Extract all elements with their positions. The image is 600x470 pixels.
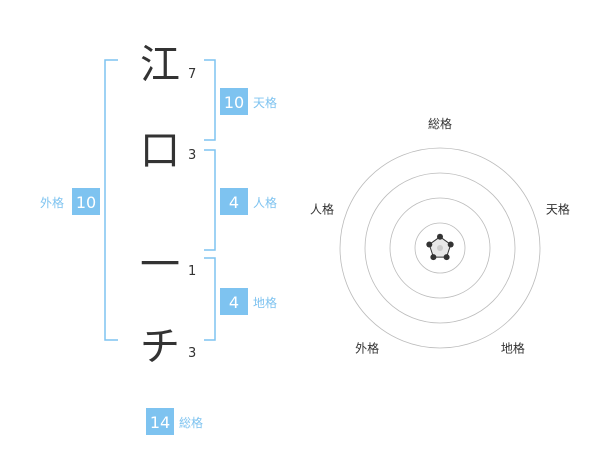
name-char-4: チ (140, 324, 180, 370)
radar-grid-ring (414, 222, 466, 274)
stroke-count-4: 3 (188, 346, 196, 361)
jinkaku-label: 人格 (253, 195, 277, 210)
chikaku-badge (220, 288, 248, 315)
gaikaku-badge (72, 188, 100, 215)
name-char-3: 一 (140, 242, 180, 288)
tenkaku-label: 天格 (253, 95, 277, 110)
soukaku-badge (146, 408, 174, 435)
tenkaku-bracket (204, 59, 216, 141)
radar-axis-label: 外格 (355, 340, 379, 355)
radar-axis-label: 人格 (310, 202, 334, 217)
jinkaku-badge (220, 188, 248, 215)
radar-value-point (447, 241, 454, 248)
radar-value-point (437, 233, 443, 240)
name-char-1: 江 (140, 42, 180, 88)
radar-axis-label: 天格 (546, 202, 570, 217)
stroke-count-2: 3 (188, 148, 196, 163)
radar-grid-ring (339, 147, 541, 349)
chikaku-bracket (204, 257, 216, 341)
tenkaku-value: 10 (224, 93, 244, 112)
soukaku-value: 14 (150, 413, 170, 432)
gaikaku-value: 10 (76, 193, 96, 212)
gaikaku-label: 外格 (40, 195, 64, 210)
chikaku-value: 4 (229, 293, 239, 312)
radar-value-point (426, 241, 433, 248)
radar-axis-label: 総格 (428, 116, 452, 131)
stroke-count-3: 1 (188, 264, 196, 279)
radar-value-point (430, 254, 437, 261)
chikaku-label: 地格 (253, 295, 277, 310)
tenkaku-badge (220, 88, 248, 115)
radar-value-point (443, 254, 450, 261)
gaikaku-bracket (104, 59, 118, 341)
stroke-count-1: 7 (188, 67, 196, 82)
jinkaku-bracket (204, 149, 216, 251)
soukaku-label: 総格 (179, 415, 203, 430)
jinkaku-value: 4 (229, 193, 239, 212)
radar-center-dot (437, 245, 443, 251)
radar-grid-ring (364, 172, 516, 324)
radar-axis-label: 地格 (501, 340, 525, 355)
radar-grid-ring (389, 197, 491, 299)
name-char-2: 口 (140, 128, 180, 174)
